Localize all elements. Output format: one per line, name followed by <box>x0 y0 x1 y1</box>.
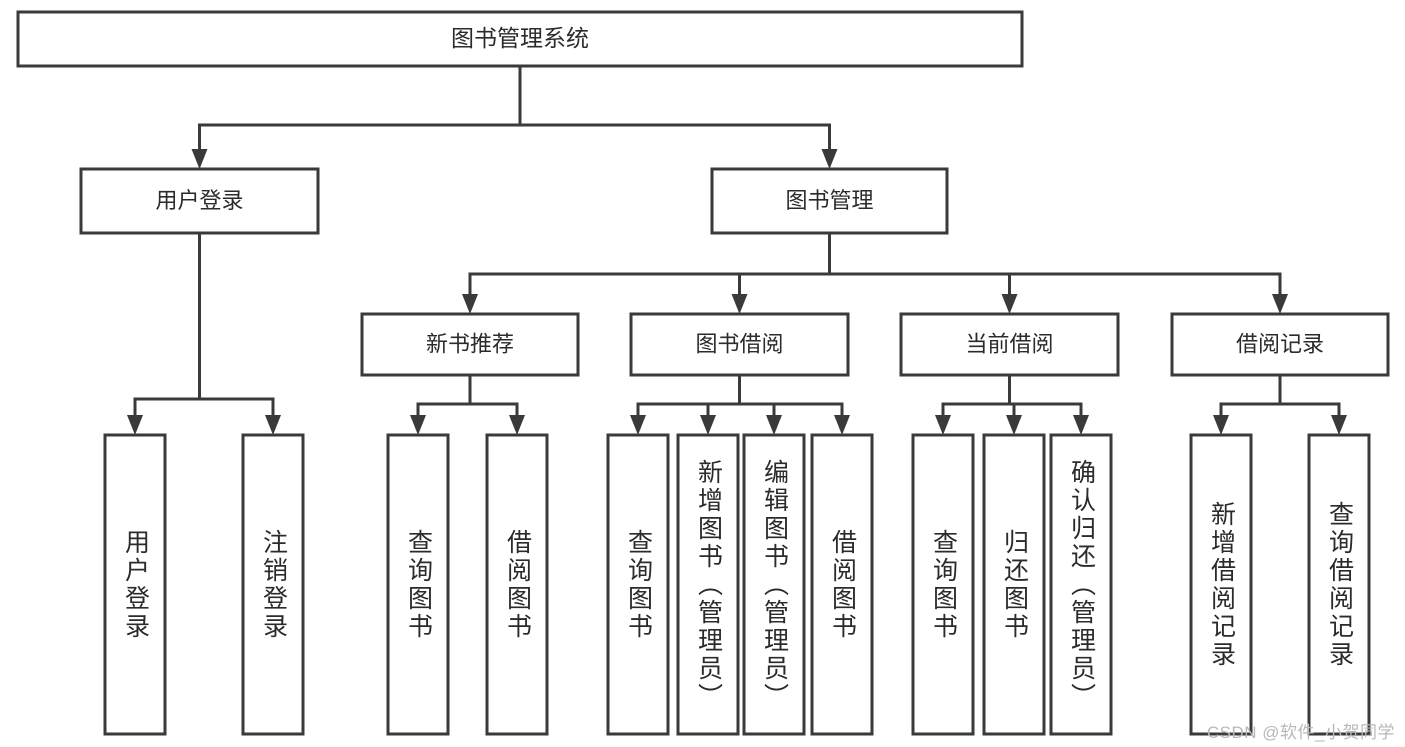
arrow-head-icon <box>1006 415 1022 435</box>
leaf-box-新增借阅记录[interactable] <box>1189 433 1253 736</box>
level3-box-当前借阅[interactable] <box>899 312 1120 377</box>
level3-box-新书推荐[interactable] <box>360 312 580 377</box>
watermark-text: CSDN @软件_小贺同学 <box>1206 723 1395 742</box>
level2-label-用户登录: 用户登录 <box>155 188 243 213</box>
arrow-head-icon <box>127 415 143 435</box>
root-box-图书管理系统[interactable] <box>16 10 1024 68</box>
level2-box-图书管理[interactable] <box>710 167 949 235</box>
arrow-head-icon <box>700 415 716 435</box>
arrow-head-icon <box>630 415 646 435</box>
leaf-box-查询图书[interactable] <box>386 433 450 736</box>
arrow-head-icon <box>462 294 478 314</box>
arrow-head-icon <box>1001 294 1018 314</box>
level2-box-用户登录[interactable] <box>79 167 320 235</box>
arrow-head-icon <box>821 149 838 169</box>
leaf-box-查询图书[interactable] <box>606 433 670 736</box>
level3-box-借阅记录[interactable] <box>1170 312 1390 377</box>
arrow-head-icon <box>731 294 748 314</box>
level3-label-图书借阅: 图书借阅 <box>695 331 783 356</box>
level3-box-图书借阅[interactable] <box>629 312 850 377</box>
leaf-box-编辑图书管理员[interactable] <box>742 433 806 736</box>
arrow-head-icon <box>265 415 281 435</box>
arrow-head-icon <box>509 415 525 435</box>
leaf-box-借阅图书[interactable] <box>485 433 549 736</box>
leaf-box-新增图书管理员[interactable] <box>676 433 740 736</box>
node-box-layer <box>16 10 1390 736</box>
arrow-head-icon <box>1213 415 1229 435</box>
leaf-box-查询图书[interactable] <box>911 433 975 736</box>
arrow-head-icon <box>1331 415 1347 435</box>
leaf-box-借阅图书[interactable] <box>810 433 874 736</box>
leaf-box-注销登录[interactable] <box>241 433 305 736</box>
arrow-head-icon <box>935 415 951 435</box>
level3-label-新书推荐: 新书推荐 <box>426 331 514 356</box>
arrow-head-icon <box>1272 294 1288 314</box>
leaf-box-用户登录[interactable] <box>103 433 167 736</box>
arrow-head-icon <box>191 149 208 169</box>
arrow-head-icon <box>1073 415 1089 435</box>
leaf-box-归还图书[interactable] <box>982 433 1046 736</box>
level3-label-当前借阅: 当前借阅 <box>965 331 1053 356</box>
arrow-head-icon <box>410 415 426 435</box>
arrow-head-icon <box>834 415 850 435</box>
level2-label-图书管理: 图书管理 <box>785 188 873 213</box>
arrow-head-icon <box>766 415 782 435</box>
leaf-box-确认归还管理员[interactable] <box>1049 433 1113 736</box>
leaf-box-查询借阅记录[interactable] <box>1307 433 1371 736</box>
level3-label-借阅记录: 借阅记录 <box>1236 331 1324 356</box>
root-label-图书管理系统: 图书管理系统 <box>451 25 589 51</box>
connector-layer <box>127 64 1347 435</box>
